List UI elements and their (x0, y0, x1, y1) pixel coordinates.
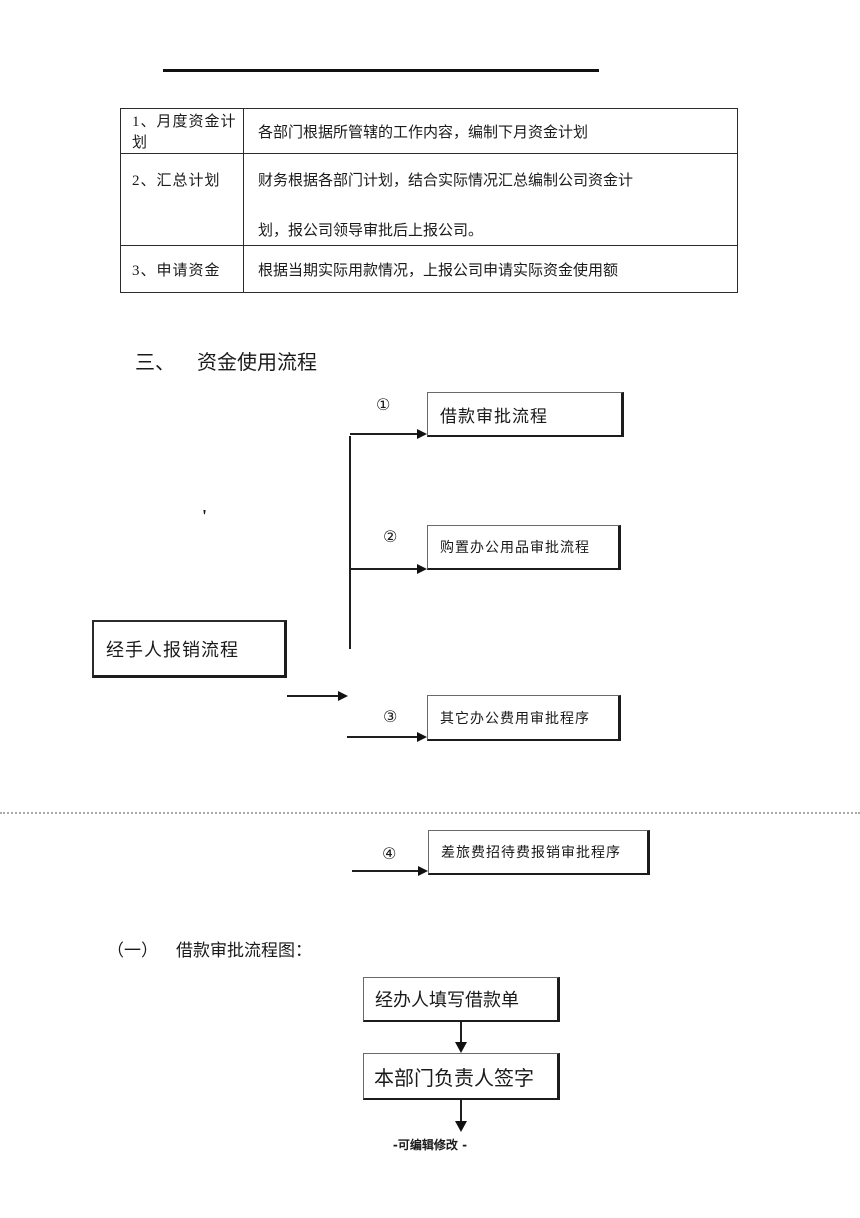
flow-box-label: 其它办公费用审批程序 (440, 711, 590, 727)
arrowhead-down-icon (455, 1121, 467, 1132)
table-row: 2、汇总计划 财务根据各部门计划，结合实际情况汇总编制公司资金计 划，报公司领导… (120, 153, 738, 246)
borrow-step-fill-form: 经办人填写借款单 (363, 977, 560, 1022)
desc-line: 各部门根据所管辖的工作内容，编制下月资金计划 (258, 124, 589, 141)
funding-plan-table: 1、月度资金计划 各部门根据所管辖的工作内容，编制下月资金计划 2、汇总计划 财… (120, 108, 738, 293)
step-desc-cell: 各部门根据所管辖的工作内容，编制下月资金计划 (243, 108, 738, 154)
connector-line-2 (350, 568, 417, 570)
desc-line: 财务根据各部门计划，结合实际情况汇总编制公司资金计 (258, 173, 634, 189)
subsection-title: 借款审批流程图： (176, 941, 312, 960)
stray-mark: ' (202, 506, 208, 526)
desc-line: 划，报公司领导审批后上报公司。 (258, 223, 484, 239)
subsection-heading: （一） 借款审批流程图： (107, 936, 312, 961)
desc-line: 根据当期实际用款情况，上报公司申请实际资金使用额 (258, 262, 619, 279)
step-desc-cell: 财务根据各部门计划，结合实际情况汇总编制公司资金计 划，报公司领导审批后上报公司… (243, 153, 738, 246)
flow-box-label: 购置办公用品审批流程 (440, 541, 590, 556)
step-name-cell: 2、汇总计划 (120, 153, 244, 246)
branch-badge-1: ① (376, 395, 391, 414)
flow-box-office-supplies: 购置办公用品审批流程 (427, 525, 621, 570)
connector-down-line-1 (460, 1022, 462, 1043)
branch-badge-3: ③ (383, 707, 398, 726)
flow-box-handler-reimburse: 经手人报销流程 (92, 620, 287, 678)
flow-box-other-office-expense: 其它办公费用审批程序 (427, 695, 621, 741)
flow-box-label: 差旅费招待费报销审批程序 (441, 846, 621, 861)
connector-line-1 (350, 433, 417, 435)
arrowhead-right-icon (417, 564, 427, 574)
section-numeral: 三、 (135, 352, 175, 374)
table-row: 1、月度资金计划 各部门根据所管辖的工作内容，编制下月资金计划 (120, 108, 738, 154)
flow-box-borrow-approval: 借款审批流程 (427, 392, 624, 437)
flow-box-label: 经办人填写借款单 (375, 990, 519, 1010)
page-separator (0, 812, 860, 814)
step-desc-cell: 根据当期实际用款情况，上报公司申请实际资金使用额 (243, 245, 738, 293)
table-row: 3、申请资金 根据当期实际用款情况，上报公司申请实际资金使用额 (120, 245, 738, 293)
section-title: 资金使用流程 (197, 352, 317, 374)
top-rule (163, 69, 599, 72)
borrow-step-dept-sign: 本部门负责人签字 (363, 1053, 560, 1100)
branch-badge-2: ② (383, 527, 398, 546)
flow-box-label: 本部门负责人签字 (374, 1067, 534, 1090)
arrowhead-right-icon (417, 429, 427, 439)
footer-note: -可编辑修改 - (392, 1138, 468, 1152)
flow-box-travel-entertain-expense: 差旅费招待费报销审批程序 (428, 830, 650, 875)
arrowhead-down-icon (455, 1042, 467, 1053)
step-name-cell: 3、申请资金 (120, 245, 244, 293)
step-name-cell: 1、月度资金计划 (120, 108, 244, 154)
arrowhead-right-icon (418, 866, 428, 876)
subsection-numeral: （一） (107, 941, 158, 960)
connector-trunk-line (349, 436, 351, 649)
connector-down-line-2 (460, 1100, 462, 1122)
branch-badge-4: ④ (382, 844, 397, 863)
section-heading: 三、资金使用流程 (135, 346, 317, 375)
flow-box-label: 经手人报销流程 (106, 639, 239, 660)
connector-line-source (287, 695, 338, 697)
arrowhead-right-icon (338, 691, 348, 701)
flow-box-label: 借款审批流程 (440, 406, 548, 426)
arrowhead-right-icon (417, 732, 427, 742)
connector-line-4 (352, 870, 418, 872)
connector-line-3 (347, 736, 417, 738)
